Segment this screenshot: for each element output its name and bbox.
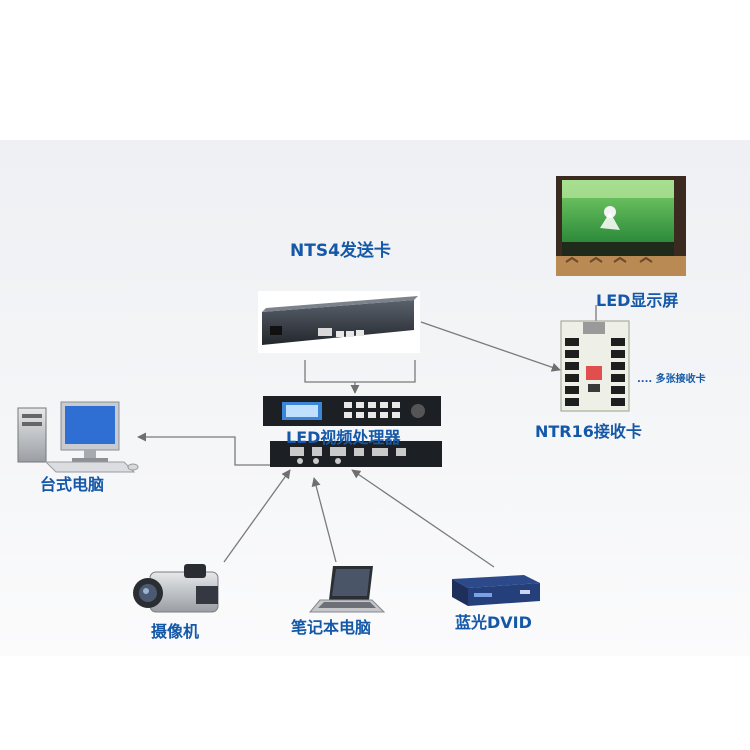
camcorder-label: 摄像机 xyxy=(151,622,200,641)
sender-to-processor-connector xyxy=(304,360,416,393)
desktop-pc-image xyxy=(17,401,139,473)
bluray-label: 蓝光DVID xyxy=(455,613,532,632)
sender-card-image xyxy=(258,291,420,353)
camcorder-image xyxy=(133,564,219,613)
laptop-to-processor-connector xyxy=(311,477,337,563)
desktop-pc-label: 台式电脑 xyxy=(40,475,105,494)
camcorder-to-processor-connector xyxy=(223,469,291,563)
receiver-card-label: NTR16接收卡 xyxy=(535,422,642,441)
sender-to-receiver-connector xyxy=(420,321,561,372)
processor-to-desktop-connector xyxy=(137,432,282,466)
video-processor-image xyxy=(263,396,442,467)
led-screen-label: LED显示屏 xyxy=(596,291,679,310)
led-screen-image xyxy=(556,176,686,276)
more-receivers-label: .... 多张接收卡 xyxy=(637,374,706,385)
laptop-image xyxy=(308,566,386,613)
video-processor-label: LED视频处理器 xyxy=(286,428,401,447)
connector-lines xyxy=(137,305,597,568)
sender-card-label: NTS4发送卡 xyxy=(290,241,391,261)
bluray-player-image xyxy=(452,575,540,606)
bluray-to-processor-connector xyxy=(351,469,495,568)
receiver-card-image xyxy=(560,320,630,412)
laptop-label: 笔记本电脑 xyxy=(291,618,372,637)
